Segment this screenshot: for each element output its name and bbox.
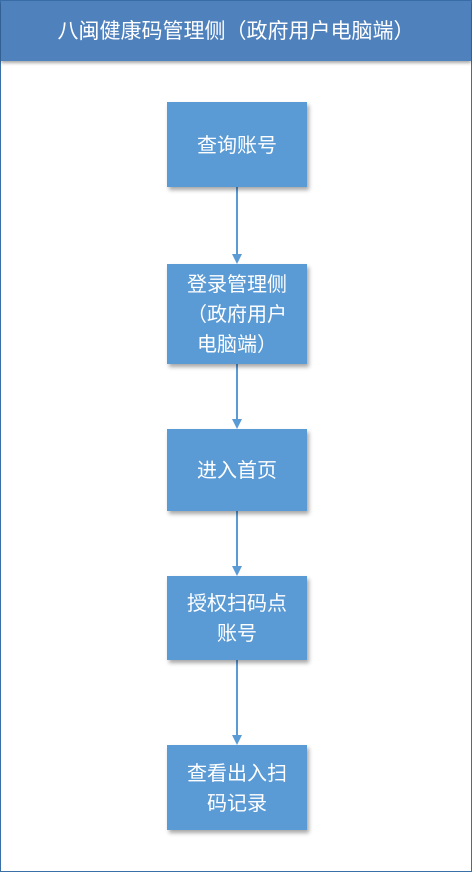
- step-label: 授权扫码点 账号: [187, 591, 287, 645]
- step-label: 查看出入扫 码记录: [187, 760, 287, 815]
- step-label: 查询账号: [197, 132, 277, 157]
- diagram-title: 八闽健康码管理侧（政府用户电脑端）: [57, 19, 415, 43]
- step-node-view-scan-records: 查看出入扫 码记录: [167, 745, 307, 830]
- step-node-enter-home: 进入首页: [167, 429, 307, 511]
- step-label: 进入首页: [197, 458, 277, 482]
- step-node-login-admin: 登录管理侧 （政府用户 电脑端）: [167, 264, 307, 364]
- step-label: 登录管理侧 （政府用户 电脑端）: [187, 272, 287, 356]
- diagram-title-bar: 八闽健康码管理侧（政府用户电脑端）: [1, 1, 471, 61]
- step-node-query-account: 查询账号: [167, 102, 307, 187]
- step-node-authorize-scan-point: 授权扫码点 账号: [167, 576, 307, 660]
